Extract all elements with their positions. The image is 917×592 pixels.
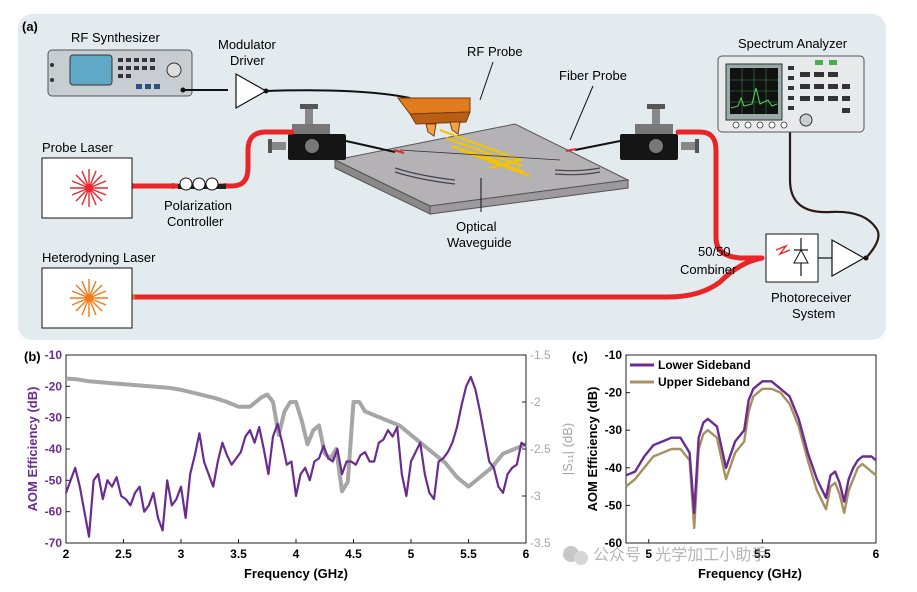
combiner-label-line2: Combiner [680,262,737,277]
watermark-text: 公众号 · 光学加工小助手 [593,546,767,564]
y-tick-label-left: -20 [45,379,63,393]
rf-cable-2 [265,89,411,99]
panel-b-y-axis-right-label: |S₁₁| (dB) [560,423,575,475]
combiner-label-line1: 50/50 [698,244,731,259]
panel-b-y-ticks-left: -10 -20 -30 -40 -50 -60 -70 [45,348,70,550]
modulator-label-line2: Driver [230,53,265,68]
amplifier-triangle-1 [235,72,268,110]
x-tick-label: 5.5 [754,547,771,561]
x-tick-label: 2.5 [115,547,132,561]
rf-synthesizer-device [47,49,193,97]
y-tick-label-right: -2 [530,395,541,409]
panel-b-y-ticks-right: -1.5 -2 -2.5 -3 -3.5 [522,348,551,550]
fiber-mount-right [620,104,699,160]
x-tick-label: 5 [408,547,415,561]
photoreceiver-label-line2: System [792,306,835,321]
panel-c-x-axis-label: Frequency (GHz) [698,566,802,581]
optical-fibers [129,129,765,300]
x-tick-label: 4.5 [345,547,362,561]
panel-b: (b) 2 2.5 3 3.5 4 4.5 5 5.5 6 -10 -20 -30 -40 -50 -60… [24,348,575,581]
spectrum-analyzer-device [717,55,865,133]
signal-cable [788,128,880,259]
modulator-label-line1: Modulator [218,37,276,52]
s11-line [65,376,527,494]
fiber-mount-left [268,104,346,160]
legend-upper-sideband: Upper Sideband [658,375,750,389]
x-tick-label: 3.5 [230,547,247,561]
panel-c-legend: Lower Sideband Upper Sideband [630,358,751,389]
panel-b-x-axis-label: Frequency (GHz) [244,566,348,581]
y-tick-label-left: -40 [45,442,63,456]
polarization-controller [178,177,226,191]
y-tick-label-left: -60 [45,505,63,519]
photoreceiver [765,233,869,283]
lower-sideband-line [625,380,877,515]
rf-probe-device [397,97,471,137]
panel-a: (a) RF Synthesizer Modulator Driver RF P… [18,14,886,340]
y-tick-label-left: -50 [45,473,63,487]
panel-c-y-axis-label: AOM Efficiency (dB) [585,387,600,512]
spectrum-analyzer-label: Spectrum Analyzer [738,36,848,51]
panel-b-y-axis-left-label: AOM Efficiency (dB) [25,387,40,512]
y-tick-label: -50 [605,498,623,512]
panel-c-label: (c) [572,349,588,364]
polarization-label-line1: Polarization [164,198,232,213]
x-tick-label: 4 [293,547,300,561]
y-tick-label-right: -2.5 [530,442,551,456]
y-tick-label-left: -10 [45,348,63,362]
panel-b-label: (b) [24,349,41,364]
y-tick-label: -30 [605,423,623,437]
y-tick-label-left: -30 [45,411,63,425]
rf-probe-label: RF Probe [467,44,523,59]
optical-waveguide-label-line1: Optical [456,219,497,234]
panel-b-x-ticks: 2 2.5 3 3.5 4 4.5 5 5.5 6 [63,539,530,561]
upper-sideband-line [625,387,877,530]
panel-a-label: (a) [22,19,38,34]
panel-c-y-ticks: -10 -20 -30 -40 -50 -60 [605,348,630,550]
watermark: 公众号 · 光学加工小助手 [563,546,767,565]
y-tick-label: -10 [605,348,623,362]
optical-waveguide-label-line2: Waveguide [447,235,512,250]
aom-efficiency-line [64,375,527,538]
x-tick-label: 6 [523,547,530,561]
probe-laser-label: Probe Laser [42,140,113,155]
y-tick-label-right: -3 [530,489,541,503]
y-tick-label-left: -70 [45,536,63,550]
waveguide-chip [333,123,630,215]
fiber-probe-label: Fiber Probe [559,68,627,83]
y-tick-label: -40 [605,461,623,475]
x-tick-label: 3 [178,547,185,561]
heterodyning-laser-label: Heterodyning Laser [42,250,156,265]
x-tick-label: 5 [645,547,652,561]
x-tick-label: 6 [873,547,880,561]
y-tick-label-right: -1.5 [530,348,551,362]
y-tick-label-right: -3.5 [530,536,551,550]
panel-c-plot-area [625,354,877,544]
photoreceiver-label-line1: Photoreceiver [771,290,852,305]
polarization-label-line2: Controller [167,214,224,229]
y-tick-label: -20 [605,386,623,400]
y-tick-label: -60 [605,536,623,550]
x-tick-label: 5.5 [460,547,477,561]
rf-synthesizer-label: RF Synthesizer [71,30,161,45]
legend-lower-sideband: Lower Sideband [658,358,751,372]
x-tick-label: 2 [63,547,70,561]
